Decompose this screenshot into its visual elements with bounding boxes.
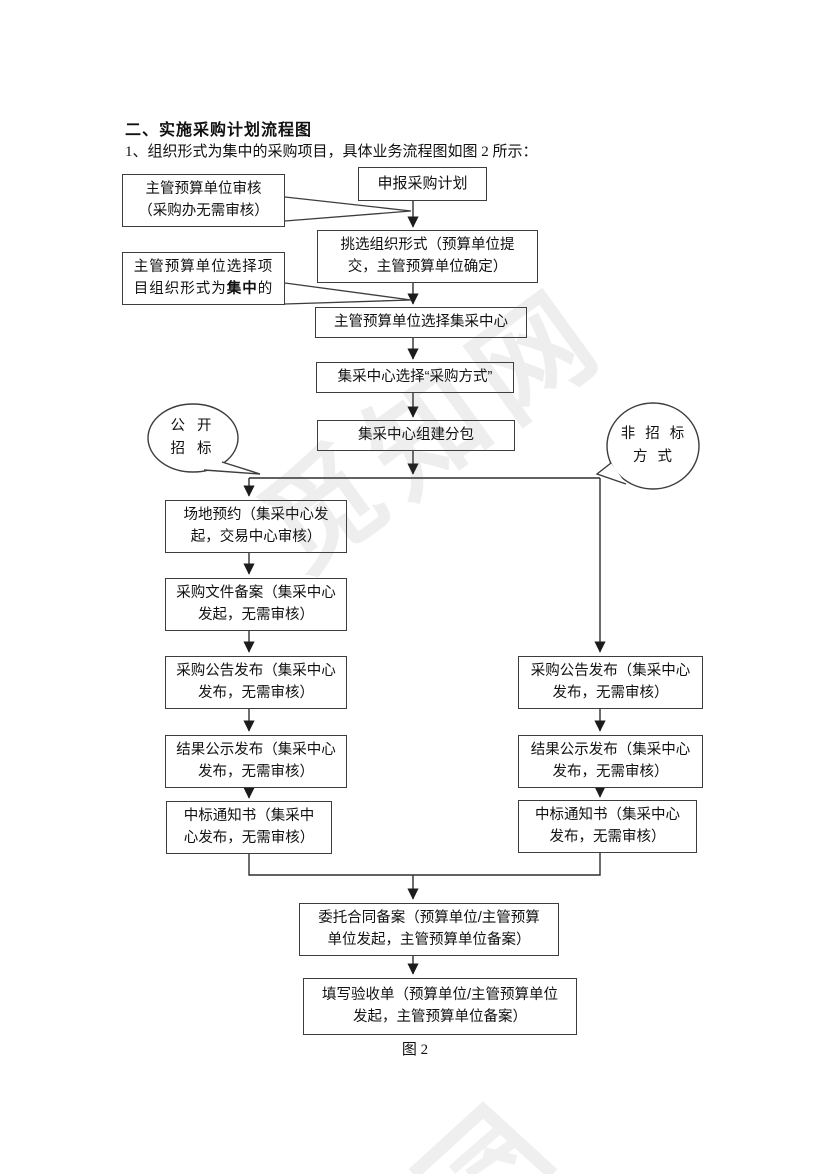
watermark-logo-mark bbox=[408, 1101, 558, 1174]
flow-node-contract-filing: 委托合同备案（预算单位/主管预算 单位发起，主管预算单位备案） bbox=[299, 903, 559, 956]
flow-arrows bbox=[243, 201, 606, 975]
flow-node-right-result-publicity: 结果公示发布（集采中心 发布，无需审核） bbox=[518, 735, 703, 788]
open-tender-bubble bbox=[147, 403, 239, 473]
open-tender-label: 公 开 招 标 bbox=[170, 417, 216, 457]
flow-node-right-announcement: 采购公告发布（集采中心 发布，无需审核） bbox=[518, 656, 703, 709]
callout-audit-note: 主管预算单位审核 （采购办无需审核） bbox=[122, 174, 285, 227]
flow-node-right-award-notice: 中标通知书（集采中心 发布，无需审核） bbox=[518, 800, 697, 853]
flow-node-venue-booking: 场地预约（集采中心发 起，交易中心审核） bbox=[165, 500, 347, 553]
flow-node-create-packages: 集采中心组建分包 bbox=[317, 420, 515, 451]
flow-node-select-central-agency: 主管预算单位选择集采中心 bbox=[315, 307, 527, 338]
callout-org-form-label: 主管预算单位选择项 目组织形式为集中的 bbox=[133, 258, 274, 297]
speech-bubbles bbox=[147, 402, 700, 490]
non-tender-bubble bbox=[606, 402, 700, 490]
section-heading: 二、实施采购计划流程图 bbox=[125, 122, 313, 139]
flow-node-left-announcement: 采购公告发布（集采中心 发布，无需审核） bbox=[165, 656, 347, 709]
flow-node-left-award-notice: 中标通知书（集采中 心发布，无需审核） bbox=[166, 801, 332, 854]
flow-node-choose-org-form: 挑选组织形式（预算单位提 交，主管预算单位确定） bbox=[317, 230, 538, 283]
flow-node-declare-plan: 申报采购计划 bbox=[358, 167, 487, 201]
intro-text: 1、组织形式为集中的采购项目，具体业务流程图如图 2 所示： bbox=[125, 144, 538, 160]
callout-pointers bbox=[284, 196, 412, 305]
flow-node-left-result-publicity: 结果公示发布（集采中心 发布，无需审核） bbox=[165, 735, 347, 788]
flow-node-doc-filing: 采购文件备案（集采中心 发起，无需审核） bbox=[165, 578, 347, 631]
flow-node-select-method: 集采中心选择“采购方式” bbox=[316, 362, 514, 393]
non-tender-label: 非 招 标 方 式 bbox=[620, 425, 688, 465]
figure-caption: 图 2 bbox=[401, 1042, 429, 1058]
callout-org-form-note: 主管预算单位选择项 目组织形式为集中的 bbox=[122, 252, 285, 305]
flow-node-acceptance-form: 填写验收单（预算单位/主管预算单位 发起，主管预算单位备案） bbox=[303, 978, 577, 1035]
